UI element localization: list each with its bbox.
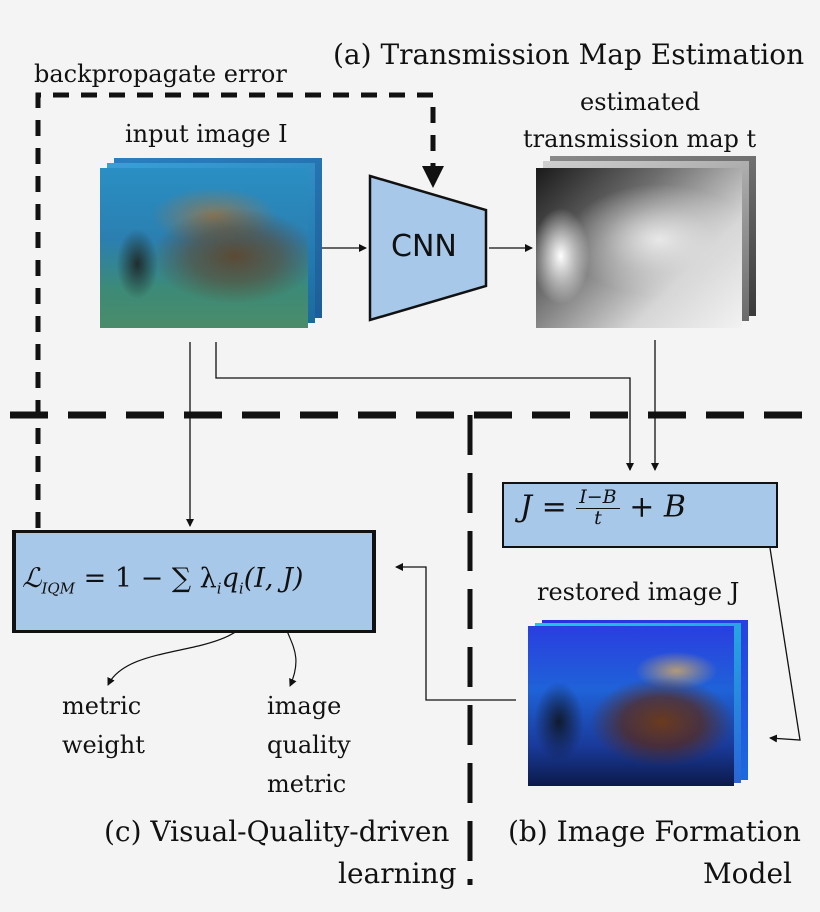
estimated-label-line1: estimated: [580, 88, 701, 116]
formation-numerator: I−B: [576, 487, 620, 509]
iq-metric-line1: image: [267, 692, 342, 720]
transmission-map-image: [536, 156, 758, 330]
section-b-title-line2: Model: [703, 857, 792, 890]
loss-equals-sum: = 1 − ∑ λ: [83, 563, 217, 594]
restored-image: [528, 620, 750, 788]
section-b-title-line1: (b) Image Formation: [508, 815, 801, 848]
backprop-arrowhead: [422, 166, 444, 188]
cnn-label: CNN: [391, 229, 457, 264]
formation-lhs: J =: [520, 489, 567, 525]
formation-formula: J = I−B t + B: [520, 487, 686, 529]
loss-args: (I, J): [243, 563, 304, 594]
iq-metric-line2: quality: [267, 731, 351, 759]
formation-fraction: I−B t: [576, 487, 620, 529]
q-subscript: i: [238, 579, 244, 598]
loss-subscript: IQM: [41, 579, 76, 598]
backprop-label: backpropagate error: [34, 60, 287, 88]
arrow-formation-to-restored: [769, 547, 801, 743]
arrow-input-to-formation: [215, 342, 634, 471]
estimated-label-line2: transmission map t: [523, 125, 757, 153]
metric-weight-line1: metric: [62, 692, 142, 720]
restored-image-label: restored image J: [537, 578, 740, 606]
q-symbol: q: [221, 563, 239, 594]
formation-formula-box: [502, 482, 778, 548]
cnn-block: [368, 174, 488, 322]
formation-denominator: t: [594, 506, 602, 529]
arrow-restored-to-loss: [395, 563, 516, 701]
loss-formula: ℒIQM = 1 − ∑ λiqi(I, J): [22, 563, 303, 597]
iq-metric-line3: metric: [267, 770, 347, 798]
section-c-title-line2: learning: [338, 857, 457, 890]
backprop-path: [35, 92, 436, 528]
input-image-label: input image I: [125, 120, 288, 148]
section-a-title: (a) Transmission Map Estimation: [333, 38, 805, 71]
section-c-title-line1: (c) Visual-Quality-driven: [104, 815, 450, 848]
lambda-subscript: i: [216, 579, 222, 598]
metric-weight-line2: weight: [62, 731, 145, 759]
loss-formula-box: [12, 530, 376, 633]
input-image: [100, 158, 325, 328]
loss-symbol: ℒ: [22, 563, 42, 594]
formation-rhs: + B: [629, 489, 686, 525]
